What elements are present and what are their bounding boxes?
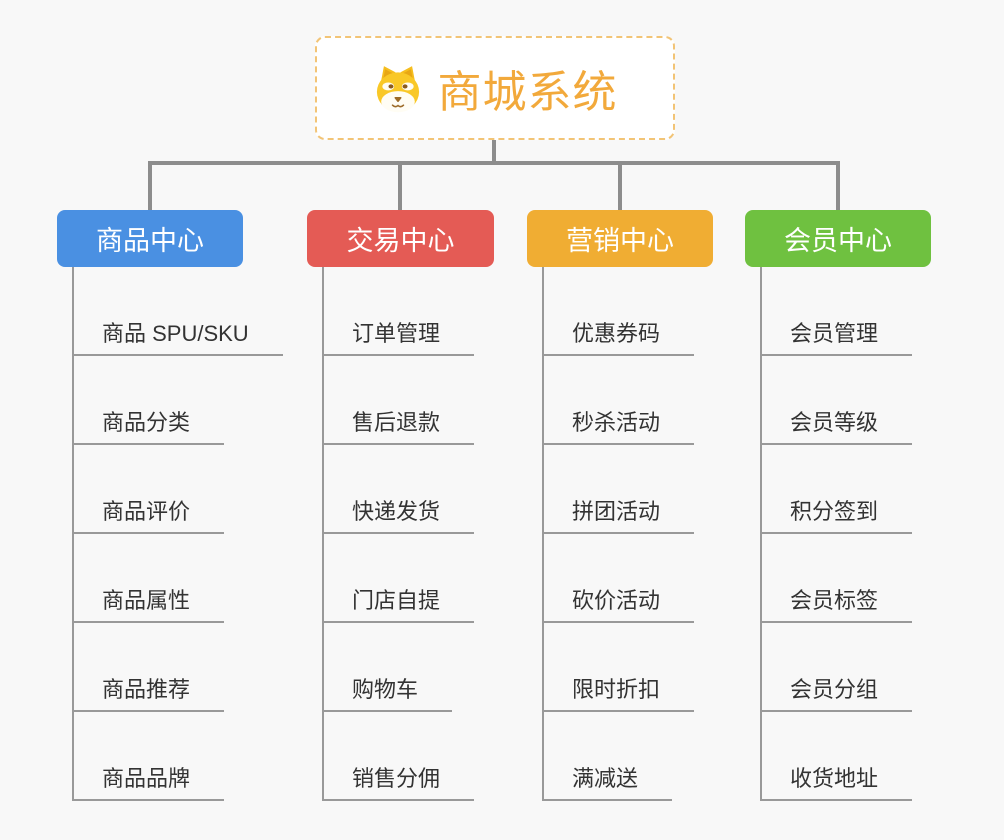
list-item-label: 商品分类 [102,410,191,435]
list-item-label: 商品推荐 [102,677,191,702]
list-item-label: 会员分组 [790,677,879,702]
branch-item-list: 订单管理 售后退款 快递发货 门店自提 购物车 销售分佣 [322,267,475,801]
list-item[interactable]: 满减送 [544,712,673,801]
connector-drop [618,161,622,210]
list-item[interactable]: 会员管理 [762,267,913,356]
list-item[interactable]: 商品品牌 [74,712,225,801]
list-item-label: 会员等级 [790,410,879,435]
branch-item-list: 会员管理 会员等级 积分签到 会员标签 会员分组 收货地址 [760,267,913,801]
list-item[interactable]: 购物车 [324,623,453,712]
list-item-label: 优惠券码 [572,321,661,346]
list-item[interactable]: 商品推荐 [74,623,225,712]
list-item-label: 商品属性 [102,588,191,613]
list-item[interactable]: 订单管理 [324,267,475,356]
list-item-label: 砍价活动 [572,588,661,613]
list-item[interactable]: 优惠券码 [544,267,695,356]
list-item[interactable]: 商品评价 [74,445,225,534]
list-item[interactable]: 限时折扣 [544,623,695,712]
list-item-label: 购物车 [352,677,419,702]
list-item-label: 拼团活动 [572,499,661,524]
branch-item-list: 优惠券码 秒杀活动 拼团活动 砍价活动 限时折扣 满减送 [542,267,695,801]
list-item-label: 秒杀活动 [572,410,661,435]
list-item[interactable]: 拼团活动 [544,445,695,534]
list-item[interactable]: 秒杀活动 [544,356,695,445]
list-item-label: 商品 SPU/SKU [102,321,249,346]
list-item[interactable]: 会员标签 [762,534,913,623]
list-item-label: 会员标签 [790,588,879,613]
branch-node-member-center[interactable]: 会员中心 [745,210,931,267]
list-item[interactable]: 商品 SPU/SKU [74,267,283,356]
list-item[interactable]: 售后退款 [324,356,475,445]
list-item[interactable]: 商品分类 [74,356,225,445]
list-item-label: 会员管理 [790,321,879,346]
branch-label: 交易中心 [346,226,455,256]
list-item-label: 商品品牌 [102,766,191,791]
branch-node-trade-center[interactable]: 交易中心 [307,210,494,267]
list-item[interactable]: 会员分组 [762,623,913,712]
list-item-label: 销售分佣 [352,766,441,791]
list-item-label: 收货地址 [790,766,879,791]
branch-node-product-center[interactable]: 商品中心 [57,210,243,267]
list-item[interactable]: 砍价活动 [544,534,695,623]
branch-label: 会员中心 [784,226,892,256]
list-item[interactable]: 商品属性 [74,534,225,623]
connector-drop [398,161,402,210]
list-item-label: 积分签到 [790,499,879,524]
list-item-label: 满减送 [572,766,639,791]
branch-node-marketing-center[interactable]: 营销中心 [527,210,713,267]
branch-label: 商品中心 [96,226,204,256]
dog-face-icon [373,62,423,114]
list-item[interactable]: 积分签到 [762,445,913,534]
list-item[interactable]: 销售分佣 [324,712,475,801]
list-item[interactable]: 快递发货 [324,445,475,534]
connector-drop [836,161,840,210]
branch-label: 营销中心 [566,226,674,256]
list-item-label: 限时折扣 [572,677,661,702]
list-item-label: 订单管理 [352,321,441,346]
connector-trunk [492,140,496,163]
branch-item-list: 商品 SPU/SKU 商品分类 商品评价 商品属性 商品推荐 商品品牌 [72,267,283,801]
root-title: 商城系统 [437,68,618,117]
root-node[interactable]: 商城系统 [315,36,675,140]
list-item-label: 快递发货 [352,499,441,524]
list-item[interactable]: 门店自提 [324,534,475,623]
list-item-label: 门店自提 [352,588,441,613]
list-item[interactable]: 会员等级 [762,356,913,445]
connector-drop [148,161,152,210]
list-item[interactable]: 收货地址 [762,712,913,801]
list-item-label: 售后退款 [352,410,441,435]
list-item-label: 商品评价 [102,499,191,524]
connector-rail [148,161,840,165]
